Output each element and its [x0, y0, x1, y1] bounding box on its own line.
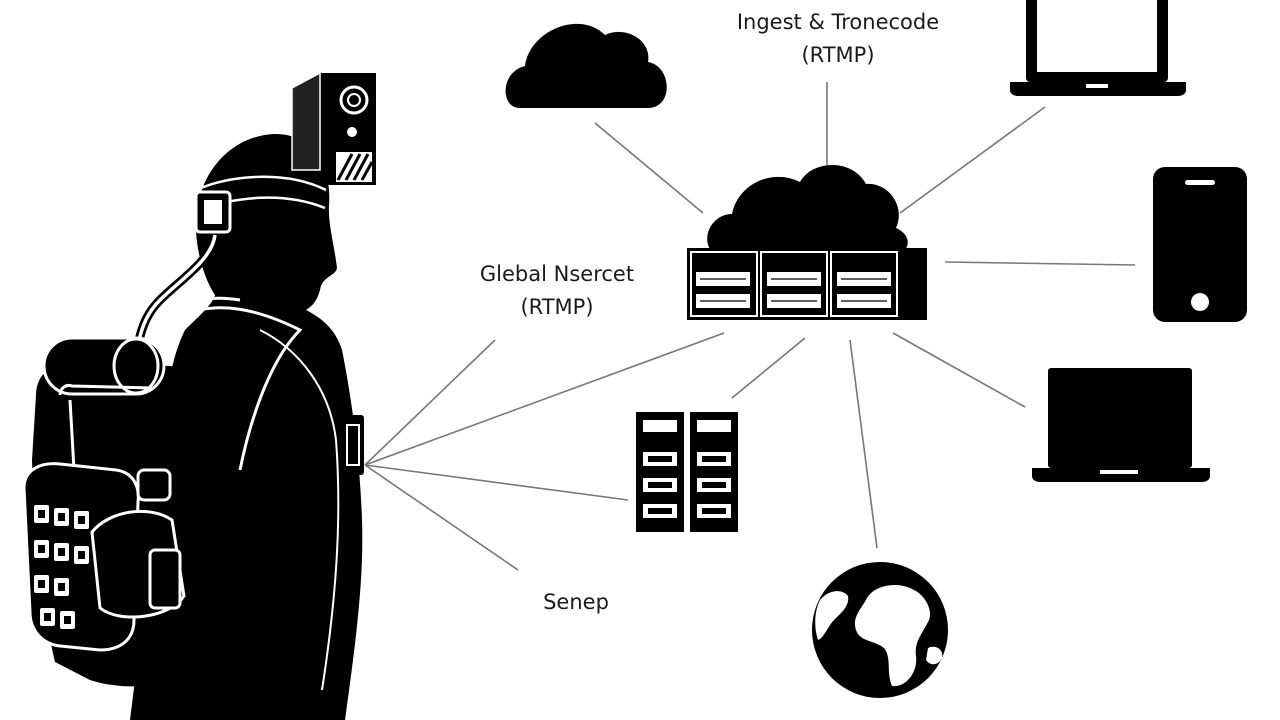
- connector-person-to-global: [364, 339, 496, 466]
- connector-hub-to-phone: [944, 261, 1136, 266]
- laptop-icon: [1010, 0, 1186, 96]
- connector-hub-to-rack: [731, 337, 806, 399]
- cloud-icon: [505, 23, 667, 108]
- connector-lines: [364, 82, 1136, 571]
- global-label-line1: Glebal Nsercet: [479, 262, 635, 286]
- connector-person-to-server: [364, 464, 519, 571]
- connector-hub-to-laptop-top: [899, 106, 1046, 214]
- ingest-label-line2: (RTMP): [801, 42, 875, 67]
- connector-person-to-hub: [364, 332, 725, 466]
- head-mounted-camera-icon: [133, 71, 376, 346]
- cloud-server-icon: [687, 165, 927, 320]
- globe-icon: [812, 562, 948, 698]
- ingest-transcode-label: Ingest & Tronecode (RTMP): [720, 6, 956, 71]
- server-label: Seneр: [516, 586, 636, 619]
- backpack-icon: [22, 296, 303, 687]
- connector-hub-to-globe: [849, 339, 878, 549]
- connector-hub-to-laptop-right: [892, 332, 1026, 408]
- ingest-label-line1: Ingest & Tronecode: [736, 10, 940, 34]
- laptop-icon: [1032, 368, 1210, 482]
- smartphone-icon: [1153, 167, 1247, 322]
- connector-cloud-to-hub: [594, 122, 704, 214]
- connector-person-to-rack: [364, 464, 629, 501]
- server-label-text: Seneр: [543, 590, 609, 614]
- global-label-line2: (RTMP): [520, 294, 594, 319]
- server-rack-icon: [636, 412, 738, 532]
- global-network-label: Glebal Nsercet (RTMP): [452, 258, 662, 323]
